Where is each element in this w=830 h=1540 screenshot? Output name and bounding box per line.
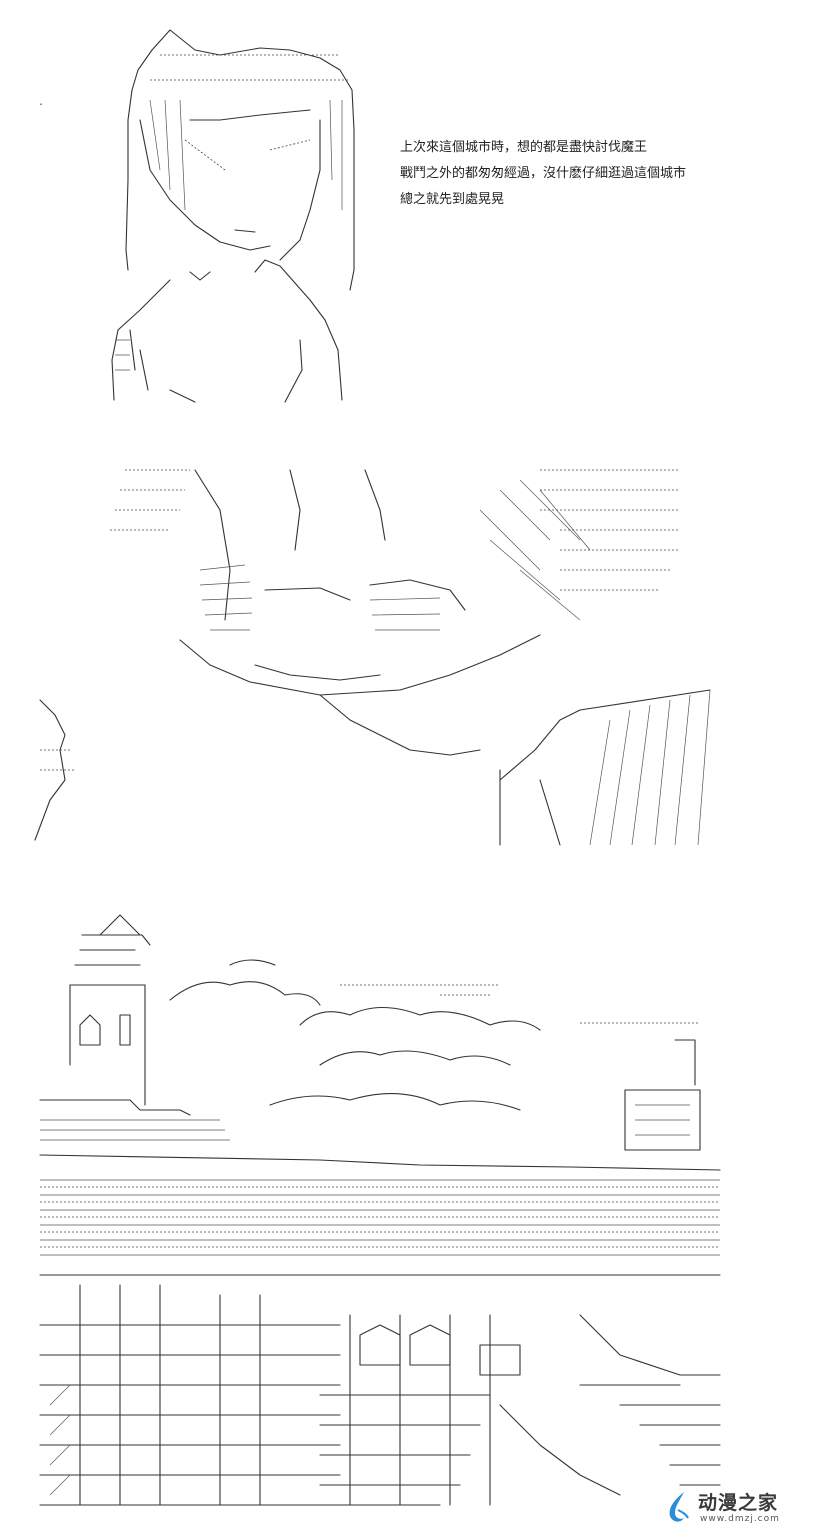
character-portrait-panel: . 上次來這個城市時，想的都是盡快討伐魔王 戰鬥之外的都匆匆經過，沒什麽仔細逛過… xyxy=(20,10,810,410)
character-portrait-art: . xyxy=(38,29,355,403)
narration-line-3: 總之就先到處晃晃 xyxy=(400,192,505,207)
watermark-site-name: 动漫之家 xyxy=(698,1492,779,1514)
narration-line-2: 戰鬥之外的都匆匆經過，沒什麽仔細逛過這個城市 xyxy=(400,166,687,181)
town-scenery-panel xyxy=(20,905,810,1520)
svg-text:.: . xyxy=(38,97,44,108)
watermark-url: www.dmzj.com xyxy=(700,1514,780,1524)
town-scenery-art xyxy=(39,914,721,1506)
character-closeup-panel xyxy=(20,450,810,860)
brush-stroke-logo-icon xyxy=(669,1492,689,1522)
narration-text: 上次來這個城市時，想的都是盡快討伐魔王 戰鬥之外的都匆匆經過，沒什麽仔細逛過這個… xyxy=(400,135,686,213)
character-closeup-art xyxy=(34,469,711,846)
site-watermark: 动漫之家 www.dmzj.com xyxy=(662,1488,812,1528)
narration-line-1: 上次來這個城市時，想的都是盡快討伐魔王 xyxy=(400,140,648,155)
